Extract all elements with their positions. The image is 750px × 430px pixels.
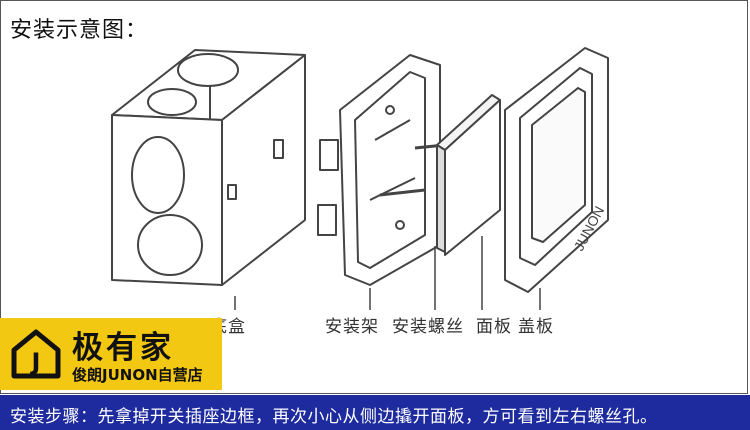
bottom-box-illustration xyxy=(111,49,306,286)
svg-text:J: J xyxy=(30,348,41,376)
instructions-bar: 安装步骤：先拿掉开关插座边框，再次小心从侧边撬开面板，方可看到左右螺丝孔。 xyxy=(0,395,750,430)
label-screw: 安装螺丝 xyxy=(392,317,464,337)
diagram-title: 安装示意图： xyxy=(10,18,149,43)
mounting-bracket-illustration xyxy=(317,54,441,286)
cover-plate-illustration xyxy=(504,47,609,293)
label-bracket: 安装架 xyxy=(325,317,379,337)
brand-badge: J 极有家 俊朗JUNON自营店 xyxy=(0,318,222,390)
panel-illustration xyxy=(436,94,501,256)
installation-diagram: JUNON xyxy=(111,47,609,310)
label-cover: 盖板 xyxy=(518,317,554,337)
store-name: 俊朗JUNON自营店 xyxy=(72,366,203,384)
instructions-text: 安装步骤：先拿掉开关插座边框，再次小心从侧边撬开面板，方可看到左右螺丝孔。 xyxy=(10,407,658,427)
label-panel: 面板 xyxy=(476,317,512,337)
brand-name: 极有家 xyxy=(72,330,174,366)
house-logo-icon: J xyxy=(11,329,61,379)
